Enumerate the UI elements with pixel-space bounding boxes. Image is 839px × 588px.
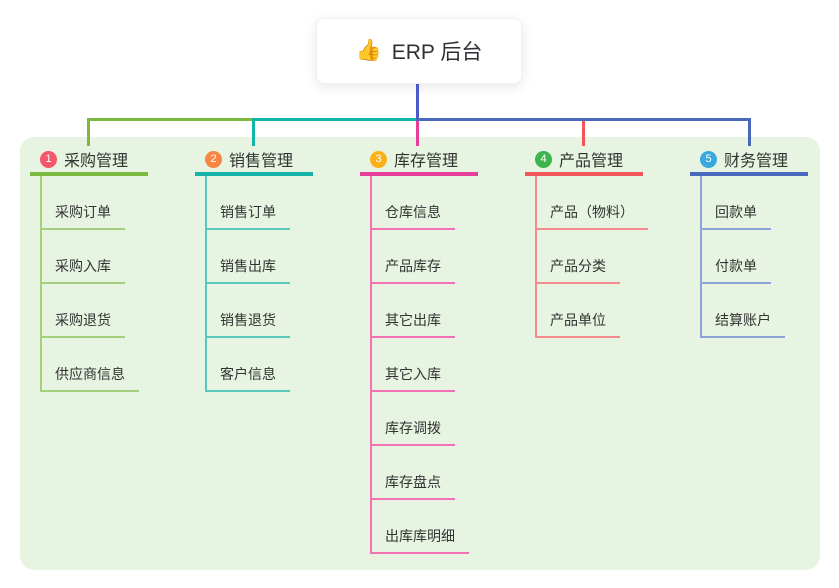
branch-label: 财务管理 xyxy=(724,153,789,170)
root-node-erp[interactable]: 👍 ERP 后台 xyxy=(316,18,522,84)
branch-number-badge: 1 xyxy=(40,150,57,168)
mindmap-node[interactable]: 付款单 xyxy=(690,230,808,284)
branch-connector-line xyxy=(40,176,42,392)
branch-connector-line xyxy=(700,176,702,338)
mindmap-node[interactable]: 结算账户 xyxy=(690,284,808,338)
node-label: 付款单 xyxy=(700,256,771,284)
branches-panel xyxy=(20,137,820,570)
node-label: 产品分类 xyxy=(535,256,620,284)
mindmap-node[interactable]: 产品库存 xyxy=(360,230,478,284)
node-label: 销售退货 xyxy=(205,310,290,338)
branch-header-sales[interactable]: 2 销售管理 xyxy=(195,146,313,176)
thumbs-up-icon: 👍 xyxy=(355,39,382,62)
connector-root-vertical xyxy=(416,84,419,120)
branch-header-inventory[interactable]: 3 库存管理 xyxy=(360,146,478,176)
node-label: 仓库信息 xyxy=(370,202,455,230)
branch-label: 销售管理 xyxy=(229,153,294,170)
branch-items-sales: 销售订单 销售出库 销售退货 客户信息 xyxy=(195,176,313,392)
mindmap-node[interactable]: 销售订单 xyxy=(195,176,313,230)
branch-connector-line xyxy=(535,176,537,338)
connector-bus-green xyxy=(87,118,255,121)
connector-drop-inventory xyxy=(416,121,419,146)
node-label: 产品（物料） xyxy=(535,202,648,230)
branch-items-product: 产品（物料） 产品分类 产品单位 xyxy=(525,176,648,338)
branch-number-badge: 3 xyxy=(370,150,387,168)
branch-purchase: 1 采购管理 采购订单 采购入库 采购退货 供应商信息 xyxy=(30,146,148,392)
node-label: 结算账户 xyxy=(700,310,785,338)
mindmap-node[interactable]: 出库库明细 xyxy=(360,500,478,554)
mindmap-node[interactable]: 采购订单 xyxy=(30,176,148,230)
branch-header-purchase[interactable]: 1 采购管理 xyxy=(30,146,148,176)
branch-finance: 5 财务管理 回款单 付款单 结算账户 xyxy=(690,146,808,338)
node-label: 采购退货 xyxy=(40,310,125,338)
branch-label: 采购管理 xyxy=(64,153,129,170)
branch-connector-line xyxy=(370,176,372,554)
root-node-label: ERP 后台 xyxy=(391,41,483,64)
branch-product: 4 产品管理 产品（物料） 产品分类 产品单位 xyxy=(525,146,648,338)
connector-drop-product xyxy=(582,121,585,146)
branch-items-inventory: 仓库信息 产品库存 其它出库 其它入库 库存调拨 库存盘点 出库库明细 xyxy=(360,176,478,554)
connector-drop-finance xyxy=(748,118,751,146)
mindmap-node[interactable]: 产品分类 xyxy=(525,230,643,284)
node-label: 产品单位 xyxy=(535,310,620,338)
branch-number-badge: 5 xyxy=(700,150,717,168)
node-label: 其它出库 xyxy=(370,310,455,338)
connector-drop-sales xyxy=(252,118,255,146)
node-label: 客户信息 xyxy=(205,364,290,392)
node-label: 采购订单 xyxy=(40,202,125,230)
node-label: 其它入库 xyxy=(370,364,455,392)
mindmap-node[interactable]: 供应商信息 xyxy=(30,338,148,392)
mindmap-node[interactable]: 销售出库 xyxy=(195,230,313,284)
node-label: 库存调拨 xyxy=(370,418,455,446)
node-label: 出库库明细 xyxy=(370,526,469,554)
mindmap-node[interactable]: 采购退货 xyxy=(30,284,148,338)
mindmap-node[interactable]: 库存调拨 xyxy=(360,392,478,446)
node-label: 产品库存 xyxy=(370,256,455,284)
mindmap-node[interactable]: 产品（物料） xyxy=(525,176,648,230)
node-label: 库存盘点 xyxy=(370,472,455,500)
mindmap-node[interactable]: 仓库信息 xyxy=(360,176,478,230)
branch-header-finance[interactable]: 5 财务管理 xyxy=(690,146,808,176)
branch-label: 产品管理 xyxy=(559,153,624,170)
mindmap-node[interactable]: 回款单 xyxy=(690,176,808,230)
mindmap-node[interactable]: 销售退货 xyxy=(195,284,313,338)
branch-header-product[interactable]: 4 产品管理 xyxy=(525,146,643,176)
mindmap-node[interactable]: 采购入库 xyxy=(30,230,148,284)
branch-connector-line xyxy=(205,176,207,392)
mindmap-node[interactable]: 产品单位 xyxy=(525,284,643,338)
branch-number-badge: 2 xyxy=(205,150,222,168)
mindmap-node[interactable]: 其它出库 xyxy=(360,284,478,338)
mindmap-node[interactable]: 其它入库 xyxy=(360,338,478,392)
branch-items-finance: 回款单 付款单 结算账户 xyxy=(690,176,808,338)
connector-bus-blue xyxy=(416,118,751,121)
node-label: 销售出库 xyxy=(205,256,290,284)
connector-bus-teal xyxy=(252,118,419,121)
mindmap-node[interactable]: 客户信息 xyxy=(195,338,313,392)
node-label: 采购入库 xyxy=(40,256,125,284)
branch-items-purchase: 采购订单 采购入库 采购退货 供应商信息 xyxy=(30,176,148,392)
node-label: 销售订单 xyxy=(205,202,290,230)
branch-inventory: 3 库存管理 仓库信息 产品库存 其它出库 其它入库 库存调拨 库存盘点 xyxy=(360,146,478,554)
branch-sales: 2 销售管理 销售订单 销售出库 销售退货 客户信息 xyxy=(195,146,313,392)
node-label: 供应商信息 xyxy=(40,364,139,392)
node-label: 回款单 xyxy=(700,202,771,230)
mindmap-node[interactable]: 库存盘点 xyxy=(360,446,478,500)
branch-number-badge: 4 xyxy=(535,150,552,168)
branch-label: 库存管理 xyxy=(394,153,459,170)
connector-drop-purchase xyxy=(87,118,90,146)
